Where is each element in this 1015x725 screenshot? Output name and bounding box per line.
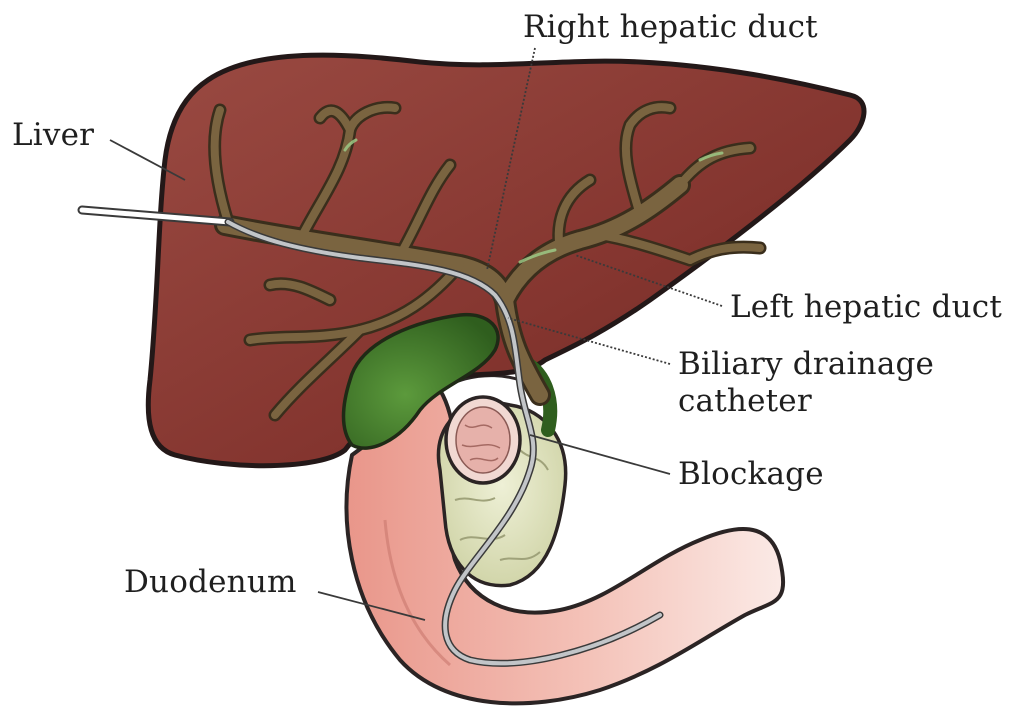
label-liver: Liver xyxy=(12,118,94,152)
label-biliary-drainage-line2: catheter xyxy=(678,384,812,418)
label-right-hepatic-duct: Right hepatic duct xyxy=(523,10,818,44)
label-duodenum: Duodenum xyxy=(124,565,297,599)
blockage xyxy=(446,397,520,483)
label-left-hepatic-duct: Left hepatic duct xyxy=(730,290,1002,324)
label-blockage: Blockage xyxy=(678,457,824,491)
label-biliary-drainage-line1: Biliary drainage xyxy=(678,347,934,381)
